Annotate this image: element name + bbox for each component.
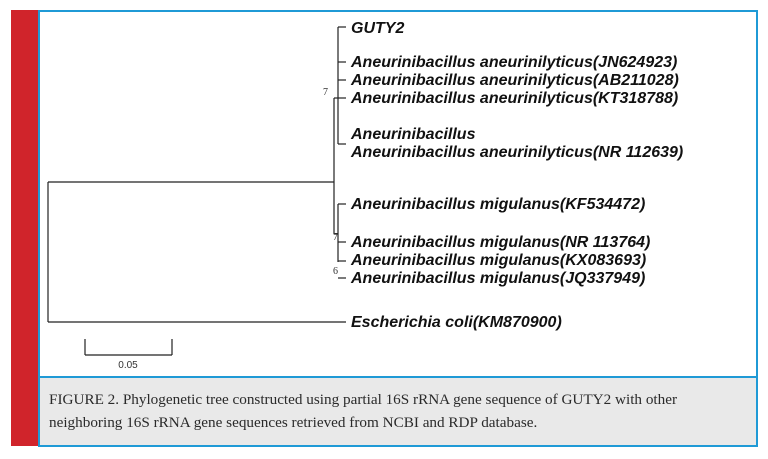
caption-divider bbox=[40, 376, 756, 378]
figure-caption: FIGURE 2. Phylogenetic tree constructed … bbox=[49, 391, 678, 431]
taxon-label-guty2: GUTY2 bbox=[351, 20, 404, 37]
accent-bar bbox=[11, 10, 38, 446]
taxon-label-nr112639-line1: Aneurinibacillus bbox=[350, 126, 476, 143]
figure-frame: 7 7 6 GUTY2 Aneurinibacillus aneurinilyt… bbox=[38, 10, 758, 447]
taxon-label-jn624923: Aneurinibacillus aneurinilyticus(JN62492… bbox=[350, 54, 677, 71]
taxon-label-ecoli: Escherichia coli(KM870900) bbox=[351, 314, 562, 331]
phylogenetic-tree: 7 7 6 GUTY2 Aneurinibacillus aneurinilyt… bbox=[40, 12, 756, 376]
taxon-label-jq337949: Aneurinibacillus migulanus(JQ337949) bbox=[350, 270, 645, 287]
taxon-label-ab211028: Aneurinibacillus aneurinilyticus(AB21102… bbox=[350, 72, 679, 89]
taxon-label-nr112639-line2: Aneurinibacillus aneurinilyticus(NR 1126… bbox=[350, 144, 683, 161]
taxon-label-nr113764: Aneurinibacillus migulanus(NR 113764) bbox=[350, 234, 650, 251]
bootstrap-value-lower: 7 bbox=[333, 232, 338, 243]
caption-box: FIGURE 2. Phylogenetic tree constructed … bbox=[40, 378, 756, 445]
taxon-label-kt318788: Aneurinibacillus aneurinilyticus(KT31878… bbox=[350, 90, 678, 107]
scale-bar-label: 0.05 bbox=[118, 360, 138, 371]
bootstrap-value-upper: 7 bbox=[323, 87, 328, 98]
taxon-label-kx083693: Aneurinibacillus migulanus(KX083693) bbox=[350, 252, 646, 269]
taxon-label-kf534472: Aneurinibacillus migulanus(KF534472) bbox=[350, 196, 645, 213]
bootstrap-value-bottom: 6 bbox=[333, 266, 338, 277]
tree-svg: 7 7 6 GUTY2 Aneurinibacillus aneurinilyt… bbox=[47, 20, 683, 371]
